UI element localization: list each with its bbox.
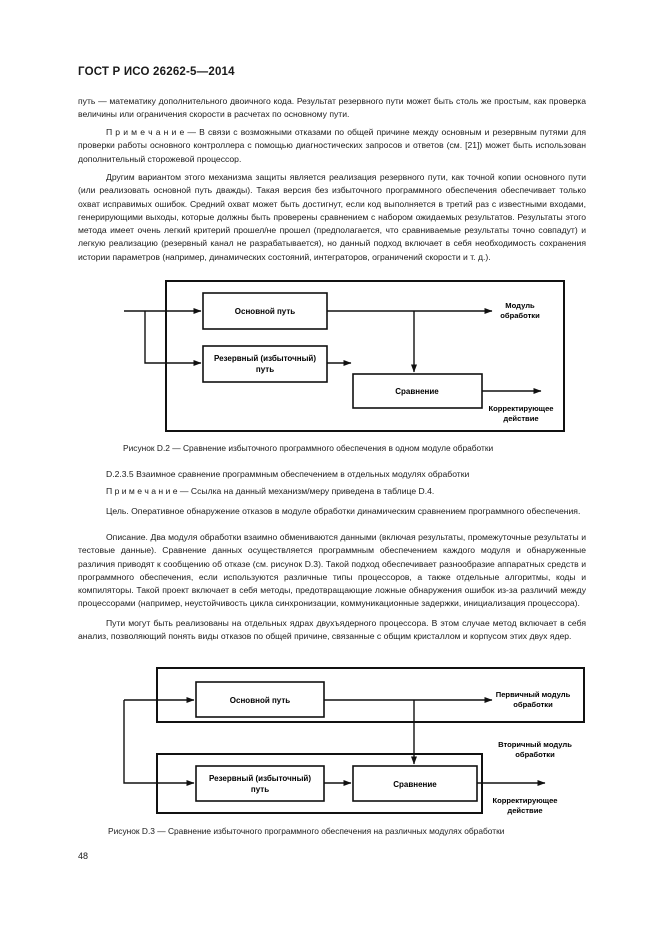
secondary-module-label: Вторичный модуль [498,740,572,749]
main-path-label-d3: Основной путь [230,696,290,705]
reserve-path-label: Резервный (избыточный) [214,354,316,363]
main-path-box [202,292,328,330]
paragraph-reserve-copy: Другим вариантом этого механизма защиты … [78,172,586,262]
output-module-label-2: обработки [500,311,540,320]
figure-d3-caption: Рисунок D.3 — Сравнение избыточного прог… [108,826,505,836]
page-number: 48 [78,851,89,861]
input-branch-reserve-d3 [123,700,195,786]
compare-label: Сравнение [395,387,439,396]
corrective-action-label-d3-2: действие [507,806,542,815]
note-table-reference: П р и м е ч а н и е — Ссылка на данный м… [106,486,435,496]
document-header: ГОСТ Р ИСО 26262-5—2014 [78,66,235,78]
reserve-path-label-2: путь [256,365,274,374]
primary-module-frame [156,667,585,723]
corrective-action-label: Корректирующее [488,404,553,413]
input-branch-reserve [144,311,202,366]
processing-module-frame [165,280,565,432]
section-heading: D.2.3.5 Взаимное сравнение программным о… [106,469,470,479]
corrective-action-label-2: действие [503,414,538,423]
paragraph-description: Описание. Два модуля обработки взаимно о… [78,532,586,609]
secondary-module-label-2: обработки [515,750,555,759]
figure-d2-caption: Рисунок D.2 — Сравнение избыточного прог… [123,443,494,453]
primary-module-label-2: обработки [513,700,553,709]
reserve-path-label-d3: Резервный (избыточный) [209,774,311,783]
paragraph-goal: Цель. Оперативное обнаружение отказов в … [106,506,581,516]
reserve-path-label-d3-2: путь [251,785,269,794]
paragraph-dual-core: Пути могут быть реализованы на отдельных… [78,618,586,642]
compare-box-d3 [352,765,478,802]
reserve-path-box [202,345,328,383]
primary-module-label: Первичный модуль [496,690,571,699]
corrective-action-label-d3: Корректирующее [492,796,557,805]
reserve-path-box-d3 [195,765,325,802]
output-module-label: Модуль [505,301,535,310]
main-path-label: Основной путь [235,307,295,316]
compare-label-d3: Сравнение [393,780,437,789]
paragraph-path-result: путь — математику дополнительного двоичн… [78,96,586,120]
note-watchdog: П р и м е ч а н и е — В связи с возможны… [78,127,586,164]
